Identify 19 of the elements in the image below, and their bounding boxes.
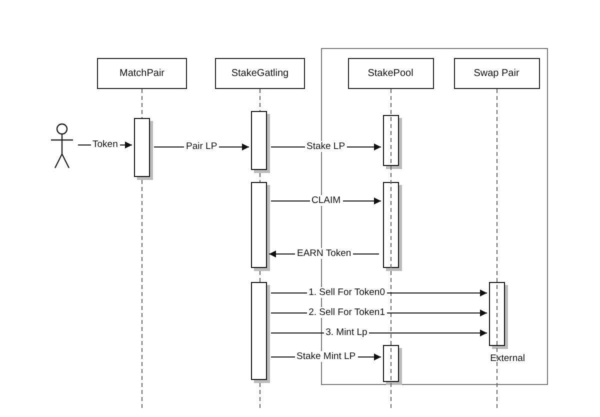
group-label: External [490,353,525,364]
edge-label: EARN Token [295,248,354,259]
edge-label: 1. Sell For Token0 [306,287,387,298]
edge-label: Stake Mint LP [294,351,358,362]
edge-label: Stake LP [304,141,348,152]
activation-bar [251,182,267,268]
actor-figure [50,123,74,169]
participant-box: Swap Pair [454,58,540,88]
edge-label: Pair LP [184,141,220,152]
edge-label: Token [90,139,120,150]
edge-label: CLAIM [310,195,343,206]
participant-box: StakeGatling [215,58,305,89]
activation-bar [251,111,267,170]
participant-box: MatchPair [97,58,187,89]
edge-label: 3. Mint Lp [324,327,370,338]
activation-bar [134,118,150,177]
activation-bar [251,282,267,380]
edge-label: 2. Sell For Token1 [306,307,387,318]
participant-box: StakePool [348,58,434,88]
